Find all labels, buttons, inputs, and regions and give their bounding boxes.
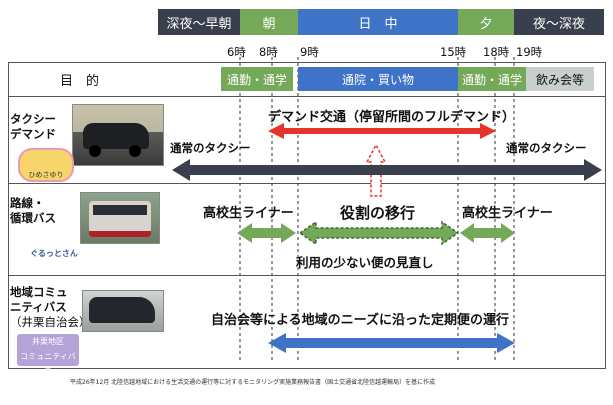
liner-left-arrow — [237, 223, 296, 243]
table-top-border — [8, 62, 606, 63]
himesayuri-badge: ひめさゆり — [18, 148, 74, 182]
tick-8: 8時 — [259, 45, 278, 59]
band-daytime: 日 中 — [298, 9, 458, 35]
row-label-taxi: タクシーデマンド — [10, 112, 56, 141]
table-left-border — [8, 62, 9, 368]
table-bottom-border — [8, 368, 606, 369]
community-bus-arrow — [268, 333, 515, 353]
purpose-hospital-shopping: 通院・買い物 — [298, 67, 458, 91]
taxi-photo — [72, 104, 164, 166]
community-bus-text: 自治会等による地域のニーズに沿った定期便の運行 — [211, 313, 509, 328]
band-morning: 朝 — [240, 9, 298, 35]
purpose-commute-morning: 通勤・通学 — [221, 67, 293, 91]
tick-6: 6時 — [227, 45, 246, 59]
tick-9: 9時 — [300, 45, 319, 59]
normal-taxi-right-text: 通常のタクシー — [506, 141, 587, 155]
tick-19: 19時 — [516, 45, 543, 59]
band-late-night-early-morning: 深夜～早朝 — [158, 9, 240, 35]
row-label-community-bus: 地域コミュニティバス （井栗自治会） — [10, 285, 91, 329]
demand-arrow — [268, 123, 496, 139]
table-right-border — [605, 62, 606, 368]
role-shift-arrow — [298, 220, 460, 246]
role-shift-text: 役割の移行 — [340, 204, 416, 222]
table-header-border — [8, 96, 606, 97]
normal-taxi-left-text: 通常のタクシー — [170, 141, 251, 155]
liner-right-text: 高校生ライナー — [462, 206, 553, 221]
row-label-route-bus: 路線・循環バス — [10, 196, 56, 225]
demand-transport-text: デマンド交通（停留所間のフルデマンド） — [268, 110, 516, 125]
band-night-late: 夜～深夜 — [514, 9, 604, 35]
source-footer: 平成26年12月 北陸信越地域における生活交通の運行等に対するモニタリング実施業… — [70, 379, 436, 386]
van-photo — [82, 290, 164, 332]
purpose-header-label: 目 的 — [60, 74, 100, 89]
bus-photo — [80, 192, 160, 244]
liner-left-text: 高校生ライナー — [203, 206, 294, 221]
community-bus-badge: 井栗地区コミュニティバス — [17, 334, 79, 376]
review-text: 利用の少ない便の見直し — [296, 255, 434, 270]
tick-15: 15時 — [440, 45, 467, 59]
purpose-drinking: 飲み会等 — [526, 67, 594, 91]
liner-right-arrow — [460, 223, 515, 243]
normal-taxi-arrow — [172, 159, 602, 181]
tick-18: 18時 — [483, 45, 510, 59]
row-divider-2 — [8, 275, 606, 276]
row-divider-1 — [8, 183, 606, 184]
purpose-commute-evening: 通勤・通学 — [458, 67, 526, 91]
gurutto-san-badge: ぐるっとさん — [30, 248, 78, 258]
band-evening: 夕 — [458, 9, 514, 35]
